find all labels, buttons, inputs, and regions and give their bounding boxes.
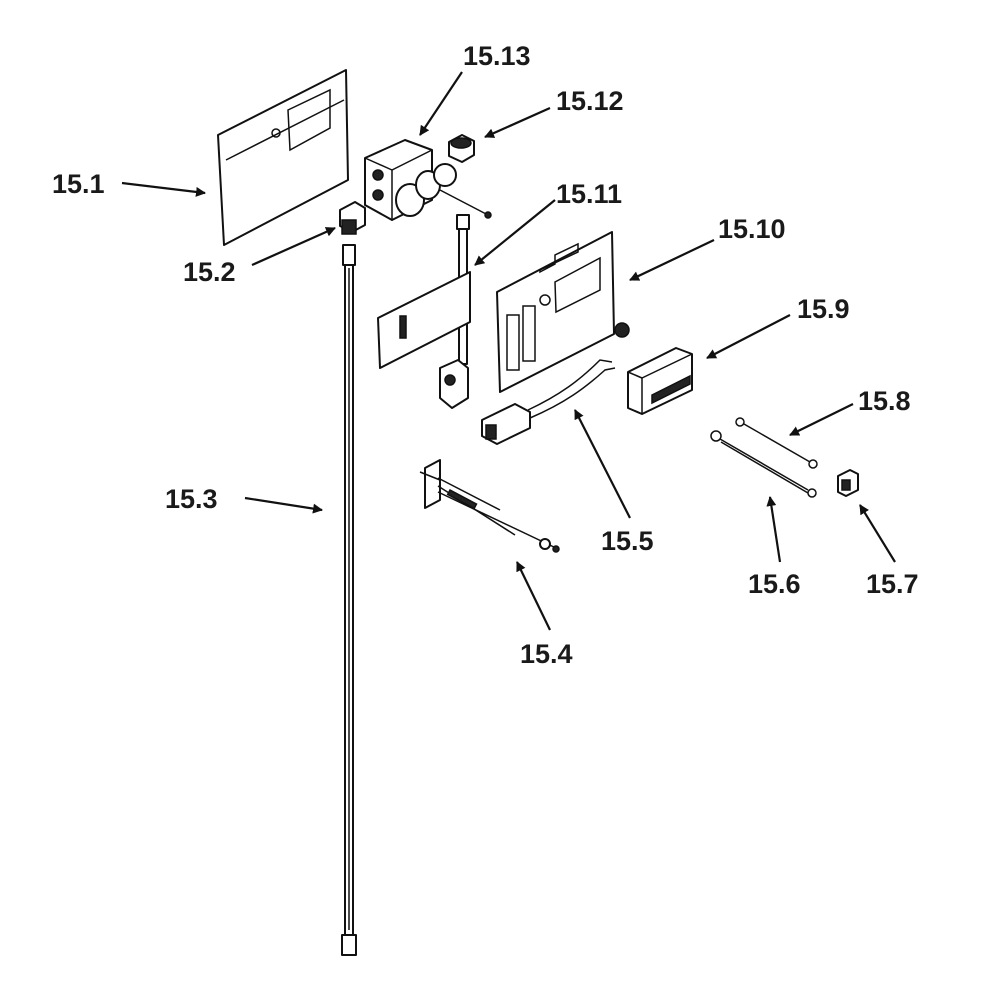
arrow-15-4 bbox=[516, 561, 551, 631]
part-15-11-flex-line bbox=[377, 214, 471, 409]
arrow-15-1 bbox=[121, 181, 206, 197]
part-15-1-plate bbox=[217, 69, 349, 246]
label-15-2: 15.2 bbox=[183, 257, 236, 287]
part-15-5-wire-harness bbox=[481, 359, 616, 445]
part-15-4-pilot-assembly bbox=[419, 459, 560, 553]
part-15-3-tube bbox=[341, 244, 357, 956]
arrow-15-8 bbox=[789, 403, 854, 436]
part-15-2-elbow bbox=[339, 201, 366, 235]
arrow-15-2 bbox=[251, 226, 336, 267]
arrow-15-13 bbox=[419, 71, 463, 136]
part-15-6-wire bbox=[710, 430, 817, 498]
part-15-10-control-plate bbox=[496, 231, 630, 393]
part-15-7-switch bbox=[837, 469, 859, 497]
leader-arrows bbox=[121, 71, 896, 631]
label-15-6: 15.6 bbox=[748, 569, 801, 599]
part-15-8-wire bbox=[735, 417, 818, 469]
label-15-3: 15.3 bbox=[165, 484, 218, 514]
arrow-15-3 bbox=[244, 496, 323, 514]
label-15-7: 15.7 bbox=[866, 569, 919, 599]
label-15-4: 15.4 bbox=[520, 639, 573, 669]
part-15-9-control-module bbox=[627, 347, 693, 415]
label-15-1: 15.1 bbox=[52, 169, 105, 199]
part-15-13-gas-valve bbox=[364, 139, 492, 221]
arrow-15-6 bbox=[766, 496, 782, 563]
arrow-15-11 bbox=[474, 199, 556, 266]
label-15-5: 15.5 bbox=[601, 526, 654, 556]
label-15-11: 15.11 bbox=[556, 179, 622, 209]
label-15-10: 15.10 bbox=[718, 214, 786, 244]
label-15-12: 15.12 bbox=[556, 86, 624, 116]
arrow-15-7 bbox=[859, 504, 896, 563]
label-15-9: 15.9 bbox=[797, 294, 850, 324]
label-15-8: 15.8 bbox=[858, 386, 911, 416]
arrow-15-9 bbox=[706, 314, 791, 359]
label-15-13: 15.13 bbox=[463, 41, 531, 71]
arrow-15-5 bbox=[574, 409, 631, 519]
arrow-15-12 bbox=[484, 106, 551, 139]
part-15-12-fitting bbox=[448, 134, 475, 163]
arrow-15-10 bbox=[629, 239, 715, 281]
